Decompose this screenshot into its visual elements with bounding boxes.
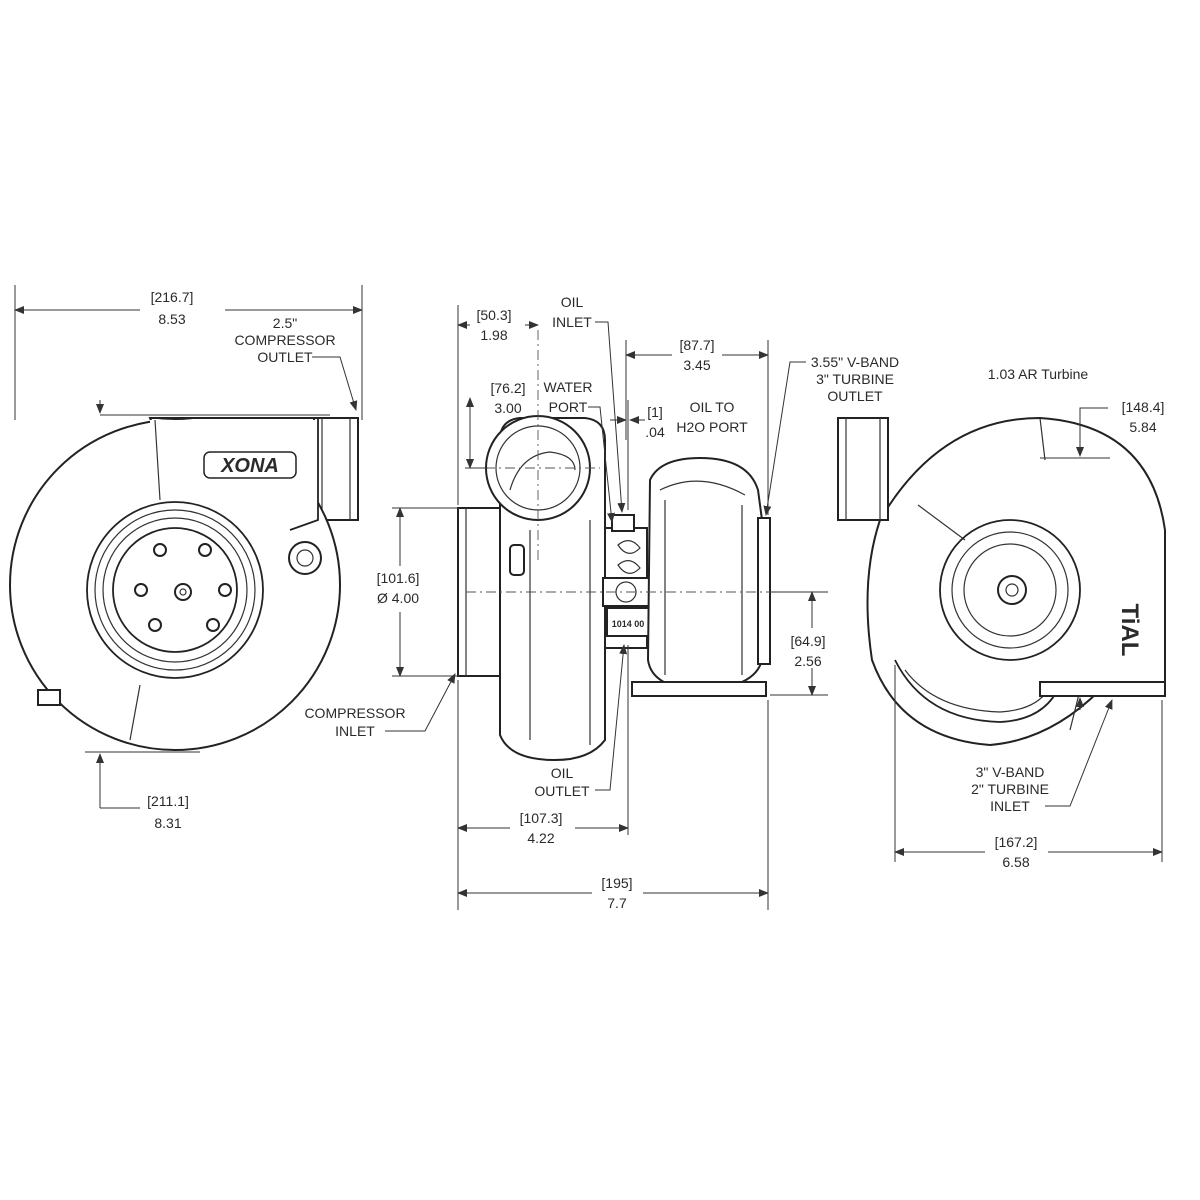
left-height-mm: [211.1] — [147, 793, 189, 809]
turbine-width-in-right: 6.58 — [1002, 854, 1029, 870]
outlet-label-3: OUTLET — [257, 349, 313, 365]
left-width-mm: [216.7] — [151, 289, 194, 305]
water-port-label-2: PORT — [549, 399, 588, 415]
turbine-inlet-flange — [1039, 681, 1166, 697]
turbine-nut — [997, 575, 1027, 605]
turbo-side-view: 1014 00 [50.3] 1.98 [76.2] 3.00 WATER PO… — [304, 294, 899, 911]
water-port-label-1: WATER — [544, 379, 593, 395]
oil-outlet-label-1: OIL — [551, 765, 574, 781]
oil-inlet-label-1: OIL — [561, 294, 584, 310]
flange-height-mm: [64.9] — [790, 633, 825, 649]
turbine-outlet-label-3: OUTLET — [827, 388, 883, 404]
turbine-width-mm: [87.7] — [679, 337, 714, 353]
overall-length-in: 7.7 — [607, 895, 627, 911]
xona-logo: XONA — [203, 451, 297, 479]
cartridge-dist-in: 4.22 — [527, 830, 554, 846]
water-port-mm: [76.2] — [490, 380, 525, 396]
cartridge-tag-text: 1014 00 — [612, 619, 645, 629]
turbine-width-mm-right: [167.2] — [995, 834, 1038, 850]
compressor-inlet-ring-outer — [86, 501, 264, 679]
scroll-height-mm: [148.4] — [1122, 399, 1165, 415]
tial-logo: TiAL — [1116, 604, 1143, 657]
ar-label: 1.03 AR Turbine — [988, 366, 1089, 382]
turbine-outlet-label-1: 3.55" V-BAND — [811, 354, 899, 370]
oil-h2o-label-1: OIL TO — [690, 399, 735, 415]
oil-h2o-in: .04 — [645, 424, 665, 440]
compressor-front-view: XONA [216.7] 8.53 2.5" COMPRESSOR OUTLET — [9, 285, 363, 831]
compressor-port-boss — [288, 541, 322, 575]
turbine-inlet-label-2: 2" TURBINE — [971, 781, 1049, 797]
overall-length-mm: [195] — [601, 875, 632, 891]
oil-h2o-label-2: H2O PORT — [676, 419, 748, 435]
oil-inlet-fitting — [611, 514, 635, 532]
svg-text:XONA: XONA — [220, 455, 279, 477]
outlet-label-1: 2.5" — [273, 315, 297, 331]
cartridge-dist-mm: [107.3] — [520, 810, 563, 826]
turbine-outlet-flange — [757, 517, 771, 665]
turbine-inlet-label-1: 3" V-BAND — [976, 764, 1045, 780]
oil-h2o-mm: [1] — [647, 404, 663, 420]
compressor-bolt-holes — [134, 543, 232, 632]
cartridge-tag — [606, 607, 650, 637]
inlet-offset-mm: [50.3] — [476, 307, 511, 323]
inlet-offset-in: 1.98 — [480, 327, 507, 343]
oil-inlet-label-2: INLET — [552, 314, 592, 330]
inlet-diameter-in: Ø 4.00 — [377, 590, 419, 606]
left-height-in: 8.31 — [154, 815, 181, 831]
compressor-outlet-flange — [313, 417, 359, 521]
flange-height-in: 2.56 — [794, 653, 821, 669]
compressor-nut — [174, 583, 192, 601]
oil-outlet-label-2: OUTLET — [534, 783, 590, 799]
compressor-inlet-label-2: INLET — [335, 723, 375, 739]
turbine-outlet-ring — [939, 519, 1081, 661]
turbine-inlet-flange-side — [631, 681, 767, 697]
compressor-inlet-label-1: COMPRESSOR — [304, 705, 405, 721]
water-port-in: 3.00 — [494, 400, 521, 416]
inlet-diameter-mm: [101.6] — [377, 570, 420, 586]
outlet-label-2: COMPRESSOR — [234, 332, 335, 348]
turbine-inlet-label-3: INLET — [990, 798, 1030, 814]
turbine-width-in: 3.45 — [683, 357, 710, 373]
turbine-rear-view: 1.03 AR Turbine TiAL [148.4] 5.84 3" V-B… — [837, 366, 1166, 870]
left-width-in: 8.53 — [158, 311, 185, 327]
scroll-height-in: 5.84 — [1129, 419, 1156, 435]
turbine-outlet-label-2: 3" TURBINE — [816, 371, 894, 387]
